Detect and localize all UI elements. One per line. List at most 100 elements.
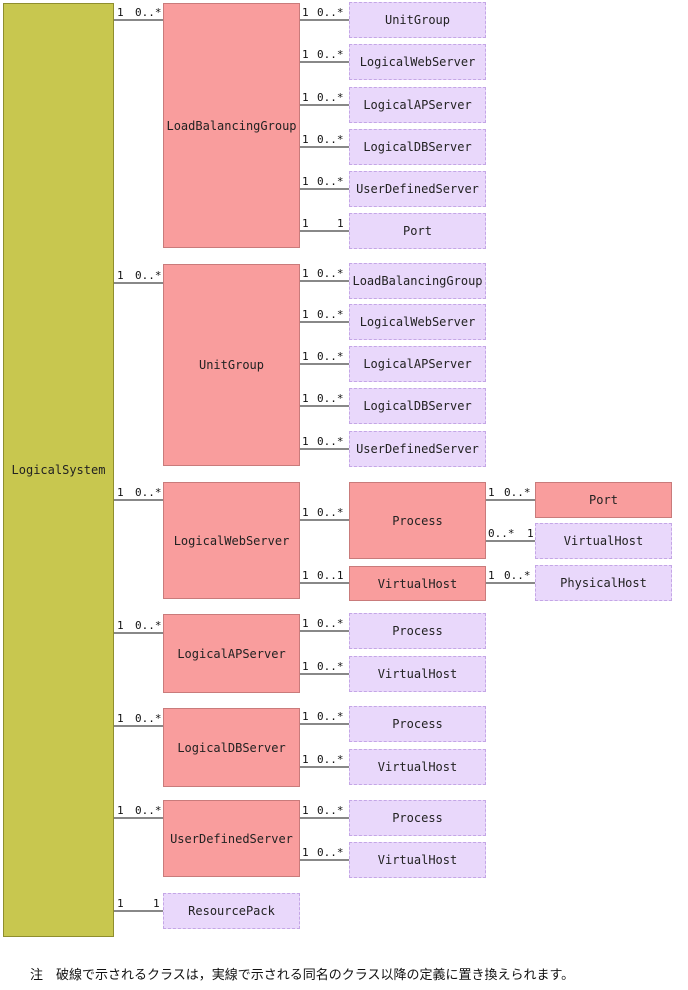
multiplicity-label: 0..* <box>135 6 162 19</box>
group-class-box-label: LogicalDBServer <box>177 740 286 755</box>
multiplicity-label: 1 <box>302 308 309 321</box>
child-class-box: LogicalDBServer <box>349 388 486 424</box>
child-class-box: Process <box>349 706 486 742</box>
multiplicity-label: 0..* <box>317 435 344 448</box>
multiplicity-label: 1 <box>302 48 309 61</box>
multiplicity-label: 1 <box>302 660 309 673</box>
multiplicity-label: 1 <box>302 710 309 723</box>
child-class-box-label: VirtualHost <box>377 760 458 774</box>
multiplicity-label: 0..* <box>317 133 344 146</box>
multiplicity-label: 0..* <box>317 710 344 723</box>
child-class-box: VirtualHost <box>349 842 486 878</box>
multiplicity-label: 1 <box>302 753 309 766</box>
group-class-box-label: LogicalWebServer <box>173 533 290 548</box>
multiplicity-label: 0..* <box>317 267 344 280</box>
sub-class-box: Port <box>535 482 672 518</box>
multiplicity-label: 0..* <box>135 269 162 282</box>
group-class-box: LogicalAPServer <box>163 614 300 693</box>
child-class-box: LoadBalancingGroup <box>349 263 486 299</box>
multiplicity-label: 0..* <box>488 527 515 540</box>
root-class-box: LogicalSystem <box>3 3 114 937</box>
child-class-box: UserDefinedServer <box>349 171 486 207</box>
child-class-box: Process <box>349 613 486 649</box>
multiplicity-label: 1 <box>117 804 124 817</box>
resource-pack-box: ResourcePack <box>163 893 300 929</box>
sub-class-box-label: PhysicalHost <box>560 576 647 590</box>
child-class-box: LogicalDBServer <box>349 129 486 165</box>
footnote: 注 破線で示されるクラスは，実線で示される同名のクラス以降の定義に置き換えられま… <box>30 968 575 983</box>
child-class-box: LogicalWebServer <box>349 44 486 80</box>
multiplicity-label: 1 <box>337 217 344 230</box>
multiplicity-label: 1 <box>302 569 309 582</box>
child-class-box-label: LogicalDBServer <box>363 399 472 413</box>
group-class-box: UnitGroup <box>163 264 300 466</box>
multiplicity-label: 1 <box>302 91 309 104</box>
child-class-box-label: Process <box>392 624 443 638</box>
child-class-box: UserDefinedServer <box>349 431 486 467</box>
child-class-box-label: VirtualHost <box>377 576 458 591</box>
multiplicity-label: 0..* <box>317 506 344 519</box>
child-class-box-label: LogicalAPServer <box>363 98 472 112</box>
multiplicity-label: 1 <box>302 133 309 146</box>
group-class-box-label: LoadBalancingGroup <box>166 118 297 133</box>
multiplicity-label: 1 <box>302 506 309 519</box>
multiplicity-label: 0..* <box>317 753 344 766</box>
multiplicity-label: 1 <box>488 569 495 582</box>
multiplicity-label: 1 <box>302 617 309 630</box>
child-class-box-label: LogicalWebServer <box>359 315 476 329</box>
multiplicity-label: 1 <box>302 267 309 280</box>
child-class-box: UnitGroup <box>349 2 486 38</box>
multiplicity-label: 1 <box>117 6 124 19</box>
child-class-box-label: LogicalDBServer <box>363 140 472 154</box>
multiplicity-label: 0..* <box>317 350 344 363</box>
multiplicity-label: 1 <box>117 712 124 725</box>
multiplicity-label: 1 <box>302 6 309 19</box>
multiplicity-label: 0..* <box>504 569 531 582</box>
multiplicity-label: 1 <box>117 486 124 499</box>
multiplicity-label: 0..1 <box>317 569 344 582</box>
multiplicity-label: 0..* <box>317 48 344 61</box>
child-class-box-label: LogicalAPServer <box>363 357 472 371</box>
child-class-box: VirtualHost <box>349 566 486 601</box>
multiplicity-label: 0..* <box>317 804 344 817</box>
child-class-box-label: VirtualHost <box>377 853 458 867</box>
child-class-box: VirtualHost <box>349 749 486 785</box>
child-class-box-label: VirtualHost <box>377 667 458 681</box>
group-class-box: UserDefinedServer <box>163 800 300 877</box>
multiplicity-label: 0..* <box>135 486 162 499</box>
multiplicity-label: 0..* <box>317 175 344 188</box>
multiplicity-label: 0..* <box>135 712 162 725</box>
resource-pack-box-label: ResourcePack <box>188 904 275 918</box>
multiplicity-label: 1 <box>302 175 309 188</box>
sub-class-box-label: VirtualHost <box>563 534 644 548</box>
child-class-box-label: Process <box>392 811 443 825</box>
child-class-box: Process <box>349 800 486 836</box>
root-class-label: LogicalSystem <box>11 463 106 477</box>
multiplicity-label: 1 <box>302 435 309 448</box>
multiplicity-label: 0..* <box>135 619 162 632</box>
child-class-box: Process <box>349 482 486 559</box>
multiplicity-label: 1 <box>302 350 309 363</box>
child-class-box-label: Port <box>403 224 432 238</box>
multiplicity-label: 1 <box>302 392 309 405</box>
sub-class-box: PhysicalHost <box>535 565 672 601</box>
group-class-box-label: UserDefinedServer <box>170 831 293 846</box>
multiplicity-label: 0..* <box>317 660 344 673</box>
child-class-box-label: UnitGroup <box>384 13 451 27</box>
group-class-box: LogicalDBServer <box>163 708 300 787</box>
child-class-box-label: Process <box>392 717 443 731</box>
multiplicity-label: 1 <box>488 486 495 499</box>
multiplicity-label: 0..* <box>317 617 344 630</box>
child-class-box-label: UserDefinedServer <box>356 182 479 196</box>
multiplicity-label: 0..* <box>317 392 344 405</box>
child-class-box-label: LogicalWebServer <box>359 55 476 69</box>
child-class-box-label: Process <box>392 513 443 528</box>
multiplicity-label: 1 <box>153 897 160 910</box>
multiplicity-label: 0..* <box>317 846 344 859</box>
multiplicity-label: 1 <box>527 527 534 540</box>
multiplicity-label: 1 <box>117 619 124 632</box>
multiplicity-label: 1 <box>117 897 124 910</box>
multiplicity-label: 0..* <box>317 6 344 19</box>
